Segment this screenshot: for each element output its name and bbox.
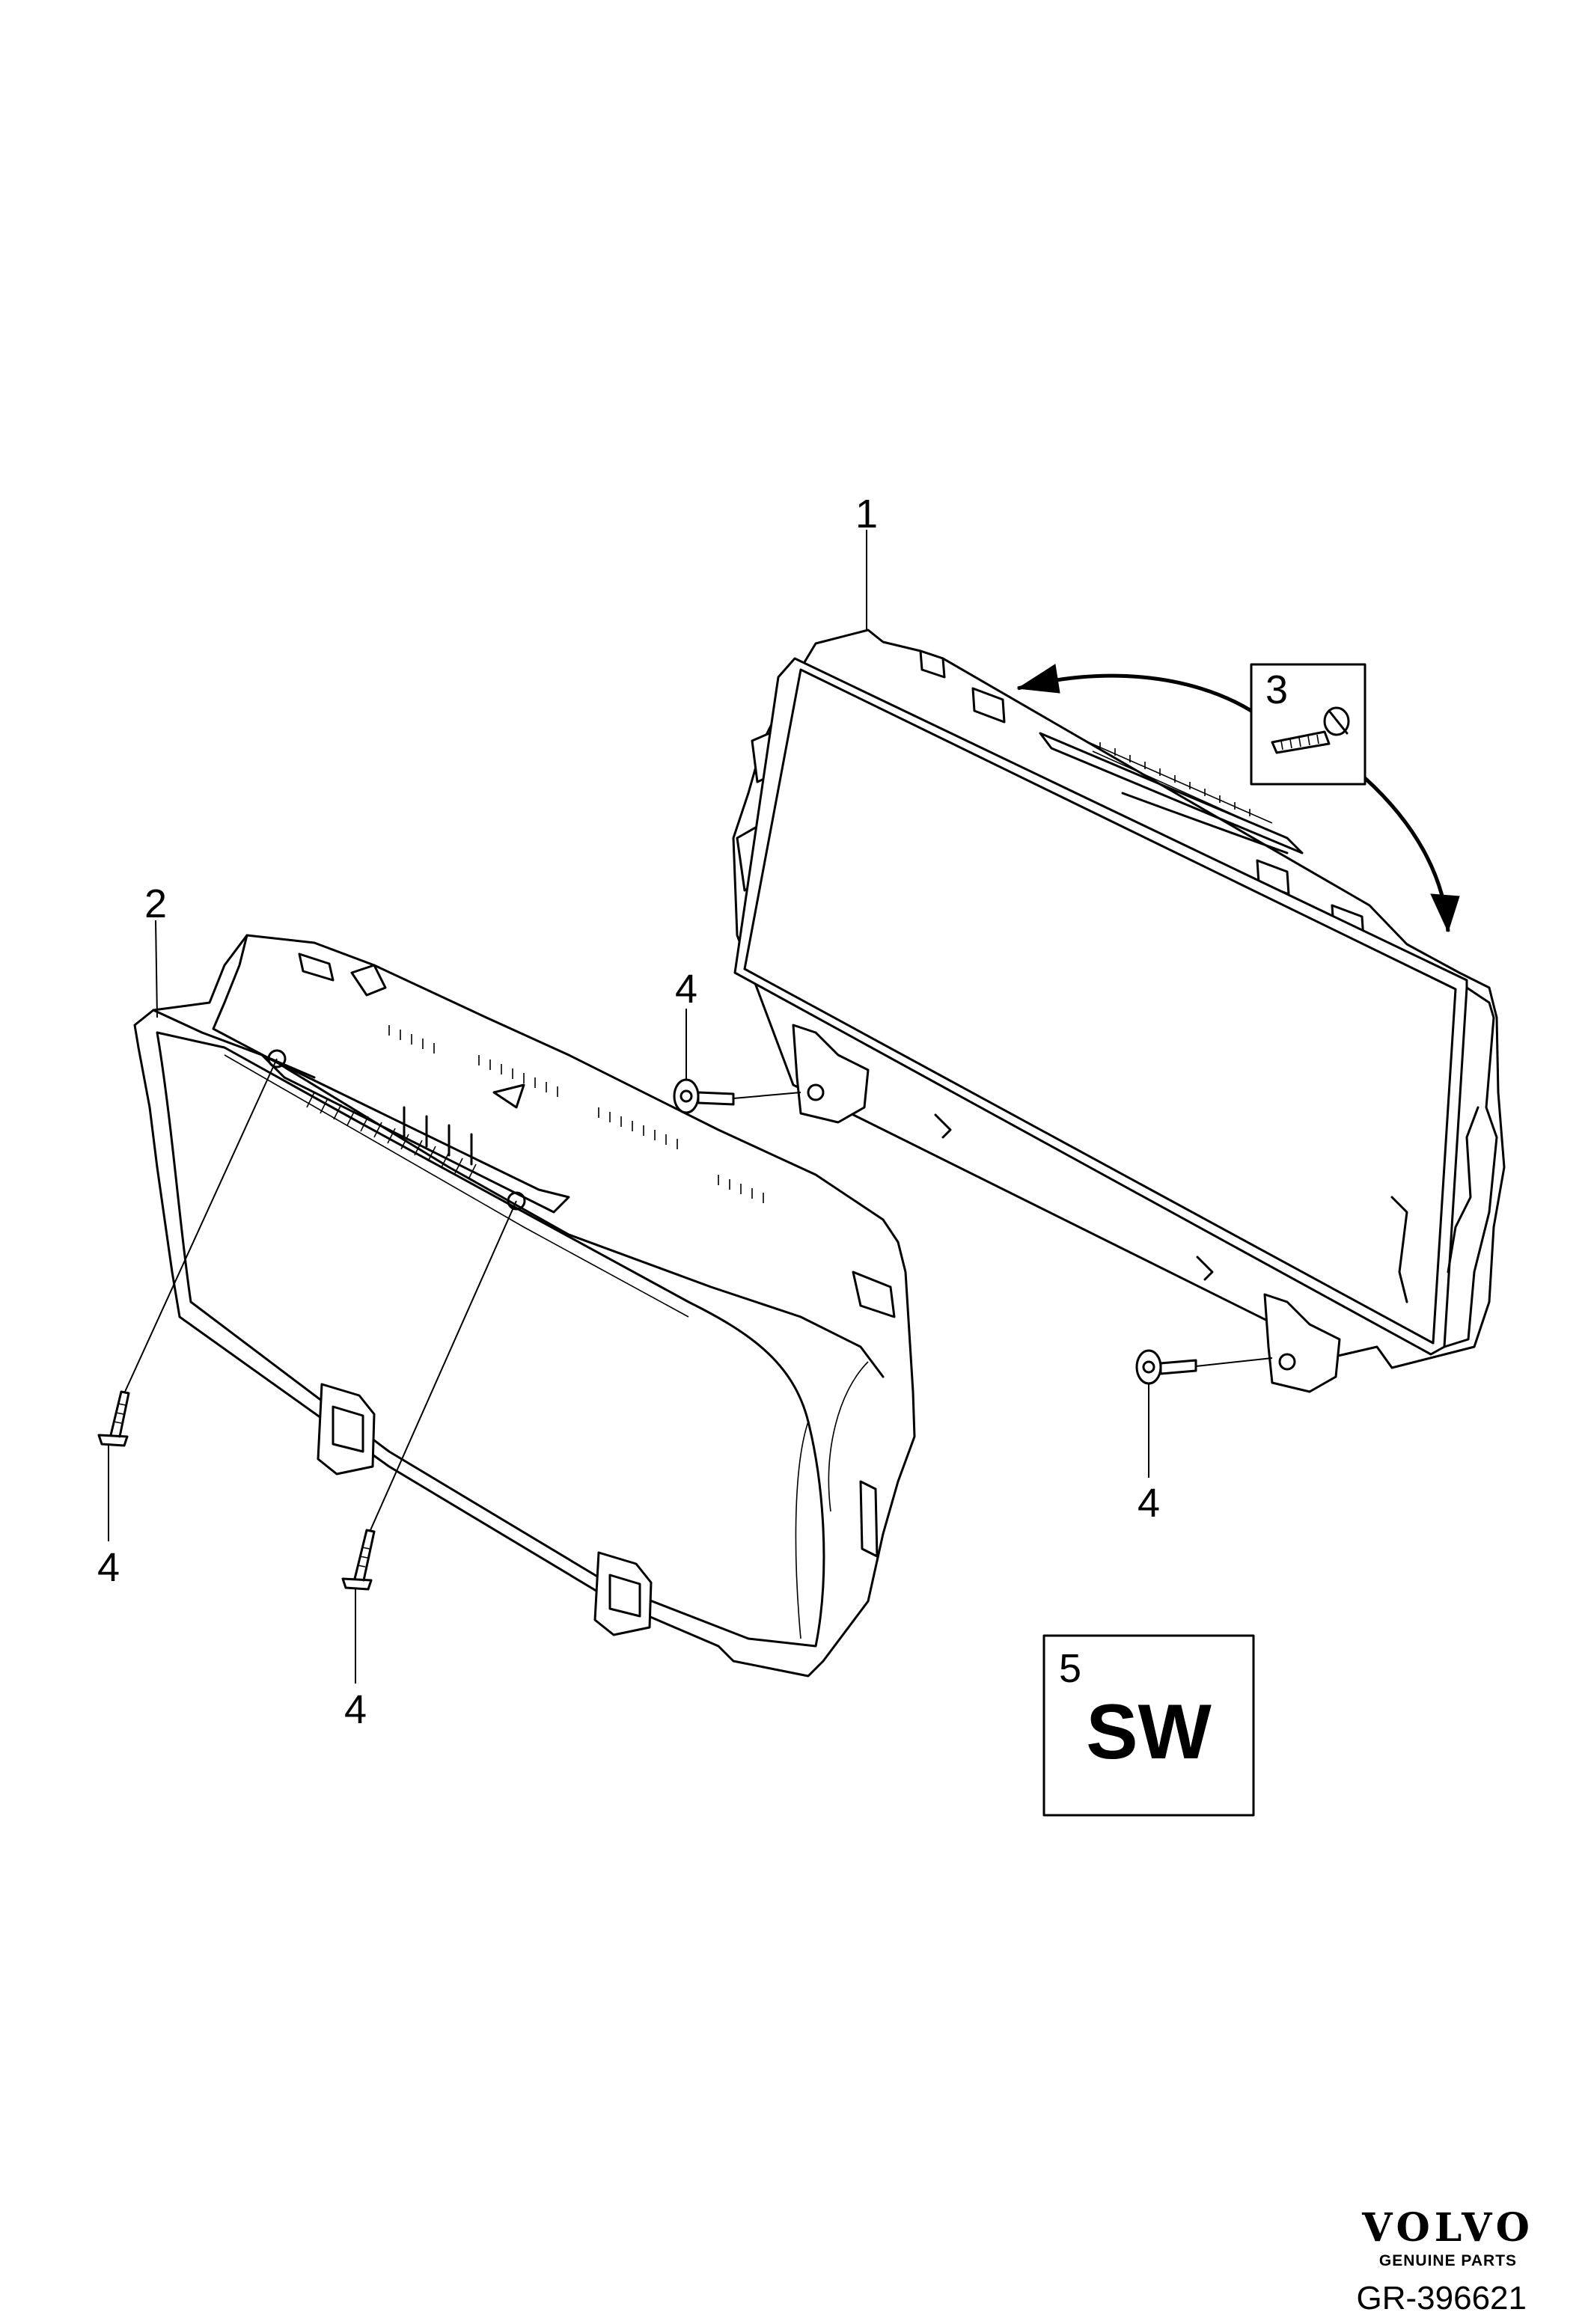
screw-part-4-left [97, 1058, 278, 1447]
callout-1: 1 [855, 492, 878, 536]
screw-part-4-right [1135, 1349, 1273, 1385]
brand-logo: VOLVO [1361, 2205, 1534, 2251]
screw-part-4-bottom [341, 1200, 517, 1591]
callout-4-left: 4 [97, 1545, 120, 1590]
software-label: SW [1086, 1689, 1212, 1776]
callout-4-right: 4 [1137, 1481, 1160, 1526]
callout-5: 5 [1059, 1646, 1081, 1691]
callout-2: 2 [144, 881, 167, 926]
drawing-code: GR-396621 [1357, 2280, 1527, 2317]
callout-4-center: 4 [675, 967, 697, 1012]
screw-part-4-center [673, 1078, 801, 1114]
brand-tagline: GENUINE PARTS [1379, 2252, 1517, 2269]
callout-4-bottom: 4 [344, 1687, 367, 1732]
instrument-housing-part-2 [133, 934, 916, 1678]
instrument-display-part-1 [732, 629, 1506, 1393]
software-box-part-5: 5 SW [1042, 1634, 1255, 1817]
callout-3: 3 [1265, 667, 1288, 712]
screw-part-3 [1016, 663, 1460, 933]
